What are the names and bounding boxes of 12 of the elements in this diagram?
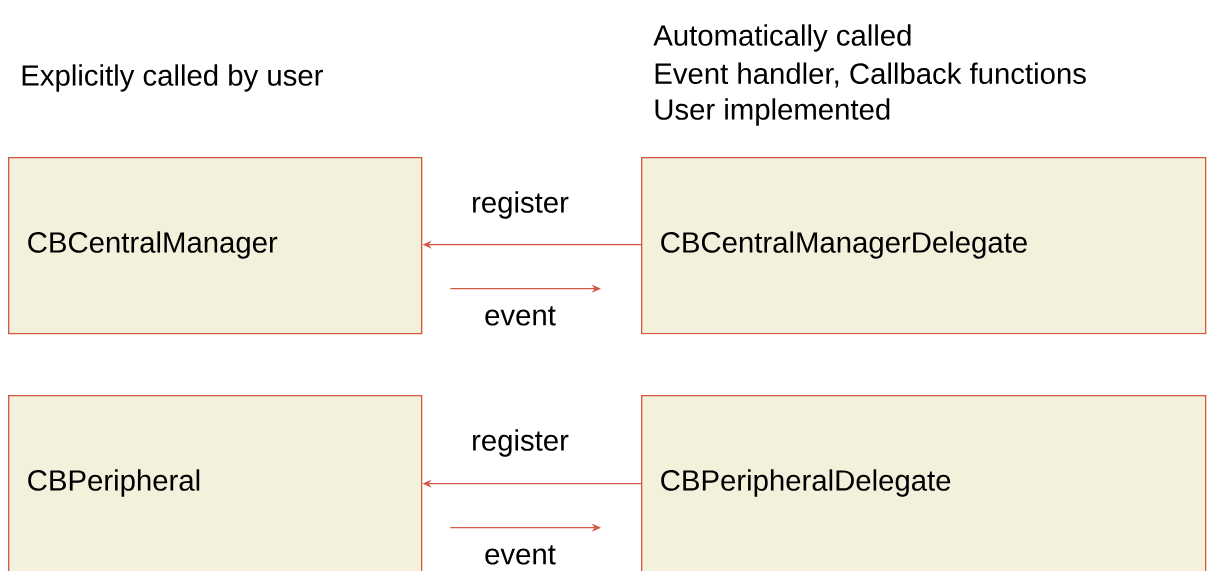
note-text: User implemented bbox=[655, 98, 890, 126]
edge-label: register bbox=[469, 190, 571, 220]
edge-label: event bbox=[482, 305, 558, 327]
edge-label: event bbox=[482, 544, 558, 566]
class-box: CBPeripheralDelegate bbox=[641, 395, 1207, 571]
class-box: CBPeripheral bbox=[8, 395, 423, 571]
class-box: CBCentralManagerDelegate bbox=[641, 157, 1207, 335]
note-text: Explicitly called by user bbox=[22, 64, 323, 92]
edge-label: register bbox=[469, 428, 571, 458]
note-text: Automatically called bbox=[653, 24, 911, 52]
note-text: Event handler, Callback functions bbox=[655, 62, 1086, 88]
class-box: CBCentralManager bbox=[8, 157, 423, 335]
